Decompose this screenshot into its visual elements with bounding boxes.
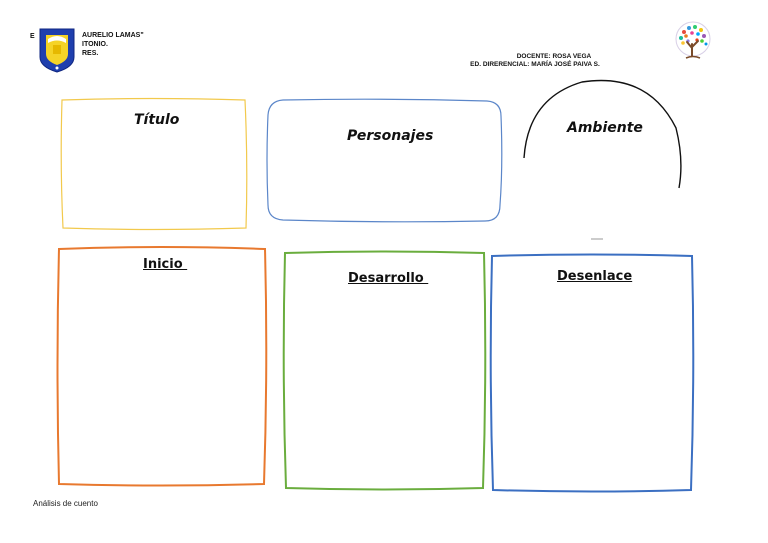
- ambiente-label: Ambiente: [567, 120, 643, 136]
- ambiente-frame: [523, 79, 682, 189]
- titulo-frame: [60, 97, 248, 231]
- titulo-label: Título: [134, 112, 180, 128]
- school-name-line-1: AURELIO LAMAS": [82, 32, 144, 39]
- desarrollo-frame: [282, 250, 487, 491]
- footer-caption: Análisis de cuento: [33, 499, 98, 508]
- tree-logo: [672, 20, 714, 64]
- school-name-line-3: RES.: [82, 50, 99, 57]
- desenlace-frame: [489, 253, 695, 493]
- inicio-frame: [56, 246, 268, 487]
- differential-teacher-name: ED. DIRERENCIAL: MARÍA JOSÉ PAIVA S.: [470, 61, 600, 68]
- desarrollo-label: Desarrollo: [348, 271, 429, 286]
- school-name-line-2: ITONIO.: [82, 41, 108, 48]
- desenlace-label: Desenlace: [557, 269, 633, 284]
- personajes-frame: [266, 98, 503, 223]
- teacher-name: DOCENTE: ROSA VEGA: [516, 53, 592, 60]
- school-logo: [38, 27, 76, 73]
- personajes-label: Personajes: [347, 128, 434, 144]
- inicio-label: Inicio: [143, 257, 188, 272]
- school-initial: E: [30, 33, 35, 40]
